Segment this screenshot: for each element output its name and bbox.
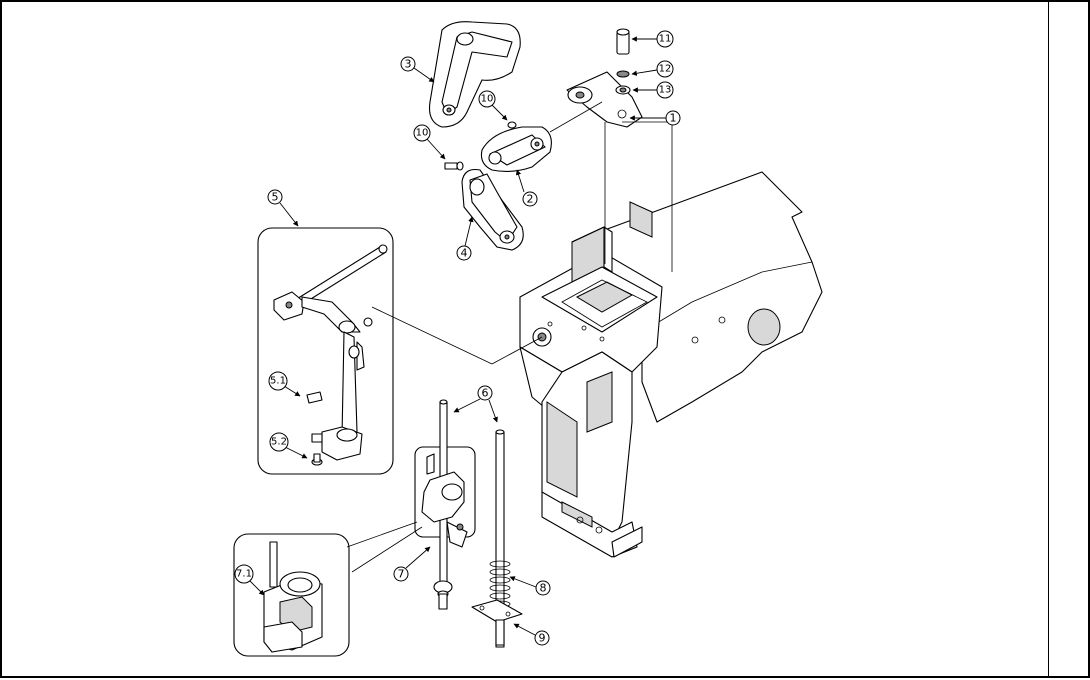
callout-5-2: 5.2 — [269, 432, 289, 452]
svg-text:3: 3 — [405, 58, 412, 71]
part-4-lever — [461, 168, 524, 251]
callout-5-1: 5.1 — [268, 371, 288, 391]
svg-text:5.1: 5.1 — [270, 376, 286, 387]
callout-10-upper: 10 — [478, 90, 496, 108]
callout-8: 8 — [535, 580, 551, 596]
svg-text:5.2: 5.2 — [271, 437, 287, 448]
svg-text:1: 1 — [670, 112, 677, 125]
svg-text:10: 10 — [416, 128, 429, 139]
svg-text:7: 7 — [398, 568, 405, 581]
svg-text:11: 11 — [659, 34, 672, 45]
title-block-divider — [1048, 2, 1049, 678]
part-1-clamp-lever — [566, 71, 673, 272]
part-3-lever-arm — [428, 21, 521, 128]
callout-9: 9 — [534, 630, 550, 646]
callout-1: 1 — [665, 110, 681, 126]
fastener-stack-11-12-13 — [615, 28, 631, 95]
svg-text:13: 13 — [659, 85, 672, 96]
callout-12: 12 — [656, 60, 674, 78]
callout-11: 11 — [656, 30, 674, 48]
callout-5: 5 — [267, 189, 283, 205]
svg-text:9: 9 — [539, 632, 546, 645]
callout-10-lower: 10 — [413, 124, 431, 142]
part-2-link — [480, 101, 603, 173]
callout-6: 6 — [477, 385, 493, 401]
callout-7: 7 — [393, 566, 409, 582]
svg-text:4: 4 — [461, 247, 468, 260]
svg-text:2: 2 — [527, 193, 534, 206]
svg-text:8: 8 — [540, 582, 547, 595]
part-6-8-9-shaft-spring-plate — [471, 429, 523, 648]
callouts: 1 2 3 4 5 — [234, 30, 681, 646]
part-7-1-detail-frame — [233, 533, 350, 657]
svg-text:10: 10 — [481, 94, 494, 105]
part-10-screws — [444, 121, 517, 171]
callout-3: 3 — [400, 56, 416, 72]
svg-text:7.1: 7.1 — [236, 569, 252, 580]
svg-text:12: 12 — [659, 64, 672, 75]
svg-text:6: 6 — [482, 387, 489, 400]
svg-text:5: 5 — [272, 191, 279, 204]
callout-2: 2 — [522, 191, 538, 207]
housing-casting — [519, 171, 823, 558]
part-6-7-needle-bar-assembly — [346, 399, 476, 610]
callout-7-1: 7.1 — [234, 564, 254, 584]
part-5-detail-frame — [257, 227, 543, 475]
callout-4: 4 — [456, 245, 472, 261]
callout-13: 13 — [656, 81, 674, 99]
